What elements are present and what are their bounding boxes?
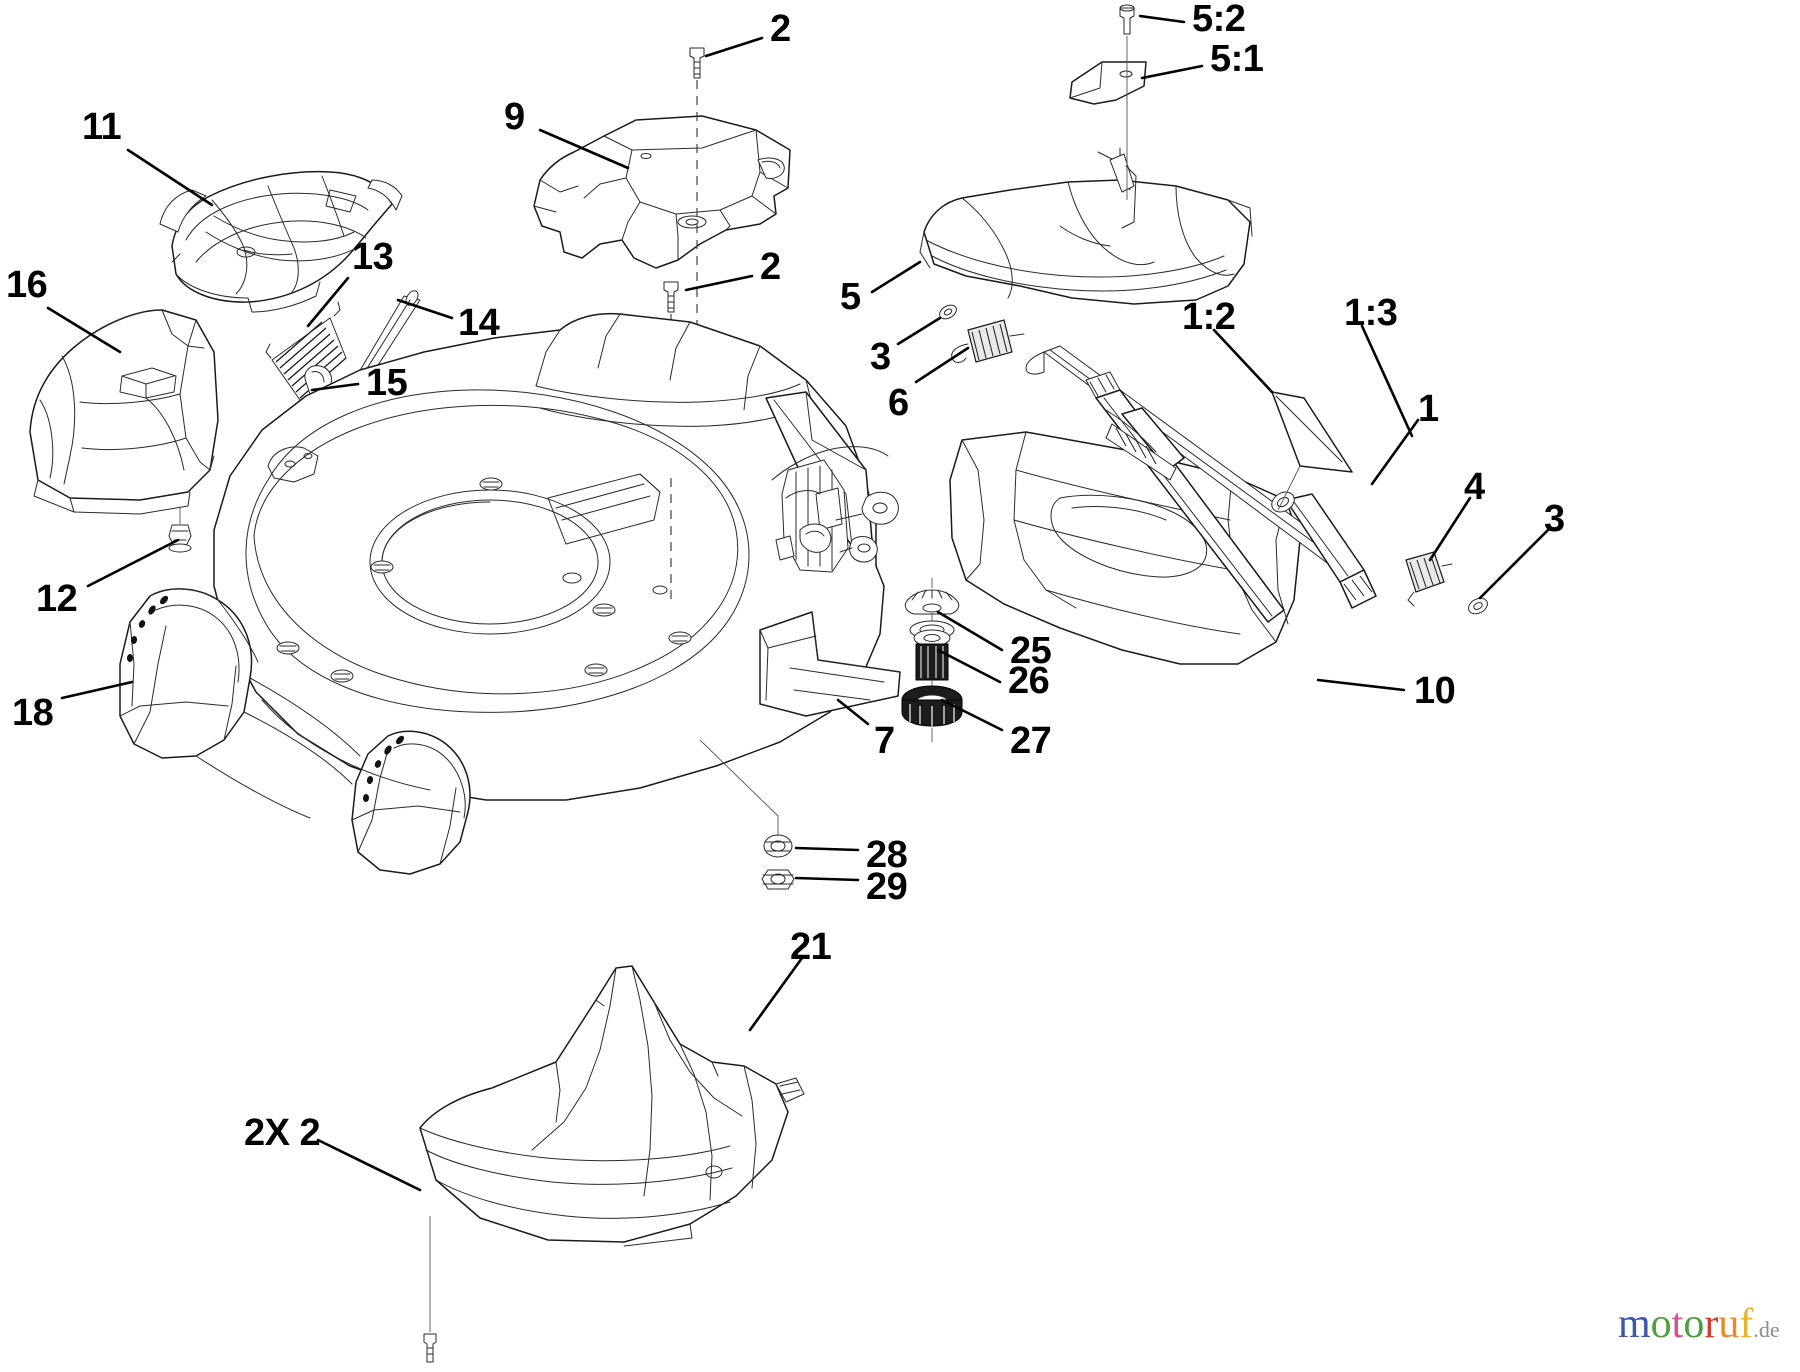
- part-16-left-deflector: [29, 309, 219, 515]
- callout-label-2x2[interactable]: 2X 2: [244, 1112, 321, 1154]
- callout-label-3-right[interactable]: 3: [1544, 498, 1565, 540]
- callout-label-15[interactable]: 15: [366, 362, 408, 404]
- part-25-star-washer: [904, 578, 960, 628]
- part-4-bushing: [1405, 551, 1453, 607]
- motoruf-watermark: motoruf.de: [1618, 1300, 1780, 1348]
- part-25-26-27-blade-hardware: [901, 578, 963, 742]
- watermark-letter: t: [1671, 1301, 1684, 1347]
- callout-label-6[interactable]: 6: [888, 382, 909, 424]
- callout-label-5[interactable]: 5: [840, 276, 861, 318]
- callout-label-5-1[interactable]: 5:1: [1210, 38, 1264, 80]
- part-1-chute-assembly: [949, 345, 1377, 665]
- callout-label-4[interactable]: 4: [1464, 466, 1485, 508]
- part-26-spacer: [909, 620, 955, 647]
- callout-label-13[interactable]: 13: [352, 236, 394, 278]
- callout-label-25[interactable]: 25: [1010, 630, 1052, 672]
- part-6-torsion-spring: [951, 319, 1025, 363]
- part-29-hex-nut: [761, 869, 795, 890]
- part-26-stud: [915, 643, 949, 694]
- watermark-letter: f: [1739, 1301, 1754, 1347]
- callout-label-2-lower[interactable]: 2: [760, 246, 781, 288]
- part-2x2-screw: [423, 1216, 437, 1363]
- callout-label-10[interactable]: 10: [1414, 670, 1456, 712]
- part-21-mulch-deflector: [419, 965, 805, 1247]
- deck-control-bracket: [771, 446, 899, 573]
- callout-label-1[interactable]: 1: [1418, 388, 1439, 430]
- callout-label-2-upper[interactable]: 2: [770, 8, 791, 50]
- part-12-flange-nut: [168, 508, 192, 553]
- part-28-lock-washer: [763, 834, 793, 858]
- watermark-letter: u: [1718, 1301, 1740, 1347]
- part-3-washer-left: [939, 304, 957, 320]
- callout-label-14[interactable]: 14: [458, 302, 500, 344]
- part-5-2-screw: [1119, 4, 1135, 200]
- callout-label-1-3[interactable]: 1:3: [1344, 292, 1398, 334]
- main-mower-deck-housing: [119, 312, 901, 875]
- callout-leader-lines: [46, 14, 1550, 1192]
- callout-label-29[interactable]: 29: [866, 866, 908, 908]
- callout-label-26[interactable]: 26: [1008, 660, 1050, 702]
- callout-label-5-2[interactable]: 5:2: [1192, 0, 1246, 40]
- deck-fasteners: [276, 477, 692, 683]
- callout-label-18[interactable]: 18: [12, 692, 54, 734]
- part-2-screw-upper: [689, 47, 705, 330]
- callout-label-27[interactable]: 27: [1010, 720, 1052, 762]
- callout-label-12[interactable]: 12: [36, 578, 78, 620]
- callout-label-16[interactable]: 16: [6, 264, 48, 306]
- part-13-extension-spring: [265, 301, 347, 430]
- part-5-1-latch-plate: [1069, 61, 1147, 105]
- callout-label-21[interactable]: 21: [790, 926, 832, 968]
- callout-label-7[interactable]: 7: [874, 720, 895, 762]
- callout-label-11[interactable]: 11: [82, 106, 122, 148]
- callout-label-1-2[interactable]: 1:2: [1182, 296, 1236, 338]
- watermark-letter: m: [1618, 1301, 1651, 1347]
- watermark-letter: o: [1650, 1301, 1672, 1347]
- part-2-screw-lower: [663, 281, 679, 478]
- part-3-washer-right: [1468, 597, 1488, 615]
- callout-label-3-left[interactable]: 3: [870, 336, 891, 378]
- callout-label-28[interactable]: 28: [866, 834, 908, 876]
- part-27-blade-adapter: [901, 685, 963, 742]
- watermark-letter: r: [1704, 1301, 1719, 1347]
- watermark-tld: .de: [1753, 1317, 1780, 1342]
- part-15-pivot-bracket: [257, 365, 333, 483]
- callout-label-9[interactable]: 9: [504, 96, 525, 138]
- part-9-rear-cover-plate: [533, 115, 791, 269]
- part-5-mulch-insert: [919, 147, 1253, 305]
- watermark-letter: o: [1683, 1301, 1705, 1347]
